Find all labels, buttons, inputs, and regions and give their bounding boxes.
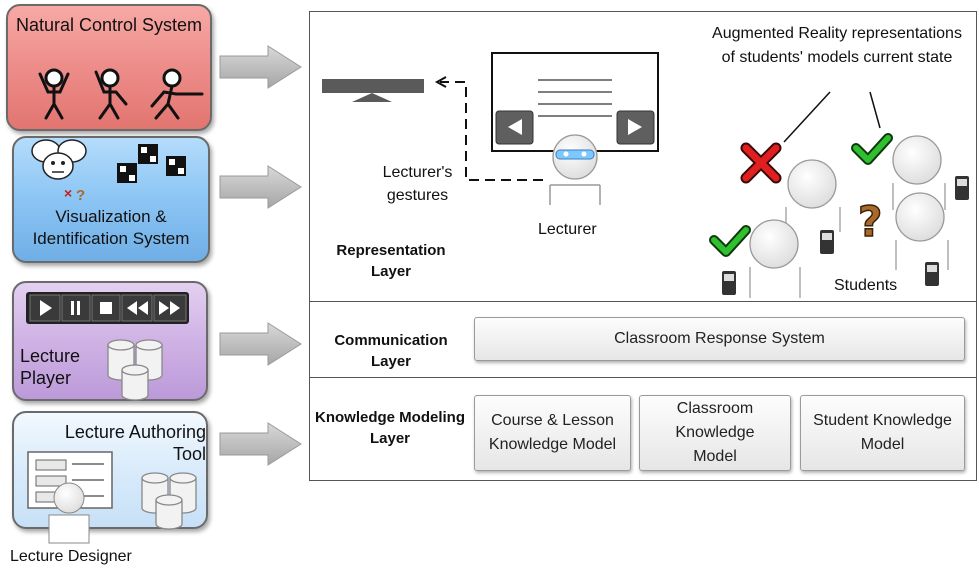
course-lesson-knowledge-model-box: Course & Lesson Knowledge Model bbox=[474, 395, 631, 471]
arrow-natural-control bbox=[219, 45, 302, 89]
classroom-knowledge-model-box: Classroom Knowledge Model bbox=[639, 395, 791, 471]
representation-layer-label: Representation Layer bbox=[336, 242, 446, 280]
lecture-designer-label: Lecture Designer bbox=[10, 548, 132, 565]
communication-layer-label: Communication Layer bbox=[334, 332, 448, 370]
course-lesson-knowledge-model-label: Course & Lesson Knowledge Model bbox=[488, 412, 617, 453]
student-knowledge-model-label: Student Knowledge Model bbox=[813, 412, 952, 453]
cross-mark-icon bbox=[740, 142, 782, 184]
classroom-response-system-label: Classroom Response System bbox=[614, 330, 825, 347]
prev-slide-button[interactable] bbox=[495, 110, 534, 145]
gesture-dashed-arrow bbox=[434, 76, 543, 181]
database-icon-player bbox=[107, 339, 163, 401]
layer-divider-bottom bbox=[309, 377, 977, 378]
question-mark-icon: ? bbox=[857, 196, 883, 247]
student-knowledge-model-box: Student Knowledge Model bbox=[800, 395, 965, 471]
svg-text:?: ? bbox=[858, 197, 882, 246]
classroom-knowledge-model-label: Classroom Knowledge Model bbox=[675, 400, 755, 465]
student-2 bbox=[892, 135, 946, 210]
lecture-player-label: Lecture Player bbox=[20, 346, 81, 388]
lecturer-label: Lecturer bbox=[538, 221, 597, 238]
arrow-visualization bbox=[219, 165, 302, 209]
arrow-lecture-player bbox=[219, 322, 302, 366]
caption-pointer-lines bbox=[783, 91, 881, 143]
classroom-response-system-box: Classroom Response System bbox=[474, 317, 965, 361]
database-icon-authoring bbox=[141, 472, 197, 530]
phone-icon bbox=[722, 176, 969, 295]
students-label: Students bbox=[834, 277, 898, 294]
natural-control-system-label: Natural Control System bbox=[15, 15, 203, 35]
svg-text:×: × bbox=[64, 185, 72, 201]
lecture-designer-avatar bbox=[48, 482, 90, 544]
lecture-authoring-tool-label: Lecture Authoring Tool bbox=[64, 422, 206, 464]
media-controls-icon bbox=[26, 292, 189, 324]
next-slide-button[interactable] bbox=[616, 110, 655, 145]
display-bar-icon bbox=[322, 79, 424, 102]
arrow-authoring-tool bbox=[219, 422, 302, 466]
layer-divider-top bbox=[309, 301, 977, 302]
faces-markers-icon: × ? bbox=[31, 139, 186, 204]
student-3 bbox=[895, 192, 949, 270]
augmented-reality-caption: Augmented Reality representations of stu… bbox=[712, 25, 962, 66]
natural-control-system-box: Natural Control System bbox=[6, 4, 212, 131]
student-1 bbox=[785, 159, 841, 232]
lecturer-gestures-label: Lecturer's gestures bbox=[382, 164, 453, 204]
knowledge-modeling-layer-label: Knowledge Modeling Layer bbox=[315, 409, 465, 447]
visualization-identification-system-label: Visualization & Identification System bbox=[32, 207, 190, 248]
gesturing-figures-icon bbox=[38, 68, 204, 120]
check-mark-icon-top bbox=[851, 133, 893, 165]
svg-text:?: ? bbox=[76, 187, 85, 204]
lecturer-avatar bbox=[549, 134, 601, 205]
check-mark-icon-bottom bbox=[709, 225, 751, 257]
student-4 bbox=[749, 219, 801, 298]
